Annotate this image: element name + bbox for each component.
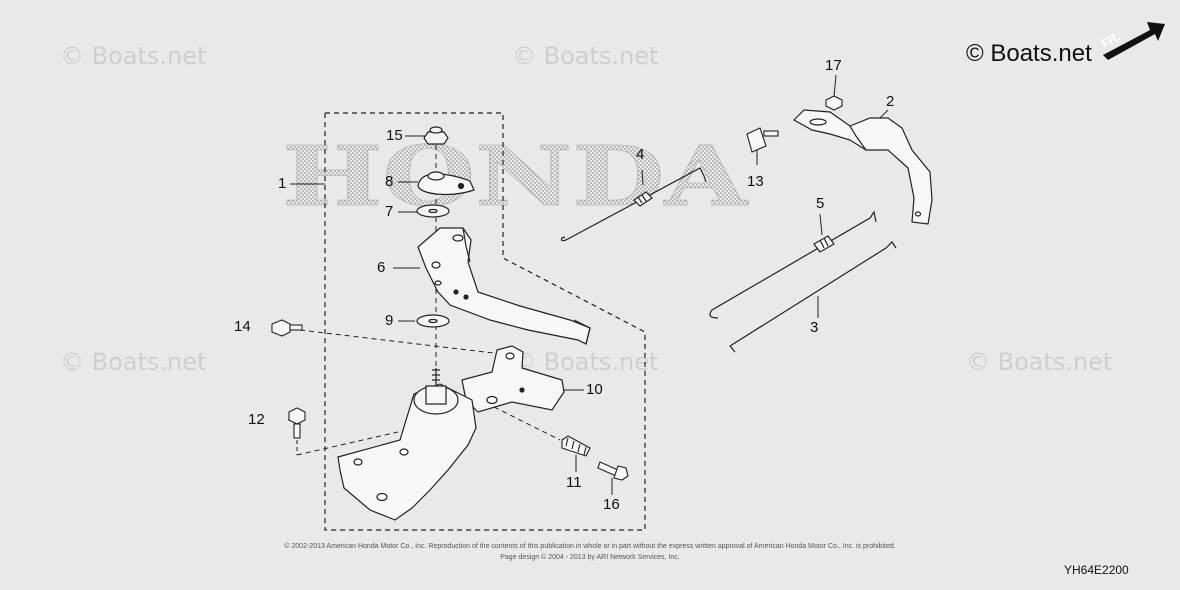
front-direction-arrow bbox=[1103, 22, 1165, 60]
part-4-spring-rod bbox=[560, 167, 707, 242]
part-17-nut bbox=[825, 95, 843, 111]
callout-8: 8 bbox=[385, 173, 394, 190]
part-9-washer bbox=[416, 314, 450, 328]
callout-16: 16 bbox=[603, 496, 620, 513]
callout-2: 2 bbox=[886, 93, 895, 110]
copyright-notice: © 2002-2013 American Honda Motor Co., In… bbox=[284, 543, 896, 550]
callout-13: 13 bbox=[747, 173, 764, 190]
callout-11: 11 bbox=[566, 474, 582, 491]
part-2-handle bbox=[793, 109, 933, 225]
part-14-bolt bbox=[271, 319, 303, 337]
watermark: © Boats.net bbox=[966, 348, 1113, 376]
callout-10: 10 bbox=[586, 381, 603, 398]
watermark: © Boats.net bbox=[512, 42, 659, 70]
part-3-rod bbox=[729, 241, 897, 353]
callout-4: 4 bbox=[636, 146, 645, 163]
callout-15: 15 bbox=[386, 127, 403, 144]
assembly-group-outline bbox=[324, 112, 646, 531]
callout-14: 14 bbox=[234, 318, 251, 335]
part-11-spring bbox=[561, 435, 591, 457]
part-15-nut bbox=[423, 126, 449, 145]
callout-3: 3 bbox=[810, 319, 819, 336]
part-10-bracket bbox=[461, 345, 565, 413]
watermark: © Boats.net bbox=[60, 42, 207, 70]
part-8-pivot-plate bbox=[417, 171, 475, 196]
part-6-control-lever bbox=[417, 227, 591, 345]
part-13-bolt bbox=[746, 127, 779, 153]
page-design-notice: Page design © 2004 - 2013 by ARI Network… bbox=[500, 554, 680, 561]
part-7-washer bbox=[416, 204, 450, 218]
callout-5: 5 bbox=[816, 195, 825, 212]
callout-17: 17 bbox=[825, 57, 842, 74]
callout-9: 9 bbox=[385, 312, 394, 329]
part-5-spring-rod bbox=[709, 210, 877, 319]
watermark: © Boats.net bbox=[512, 348, 659, 376]
watermark: © Boats.net bbox=[60, 348, 207, 376]
honda-stamp: HONDA bbox=[282, 129, 749, 225]
base-plate bbox=[337, 368, 477, 521]
diagram-id: YH64E2200 bbox=[1064, 563, 1129, 577]
part-16-screw bbox=[597, 461, 629, 481]
callout-12: 12 bbox=[248, 411, 265, 428]
part-12-bolt bbox=[288, 407, 306, 439]
callout-7: 7 bbox=[385, 203, 394, 220]
callout-1: 1 bbox=[278, 175, 287, 192]
callout-6: 6 bbox=[377, 259, 386, 276]
brand-logo: © Boats.net bbox=[966, 40, 1092, 67]
